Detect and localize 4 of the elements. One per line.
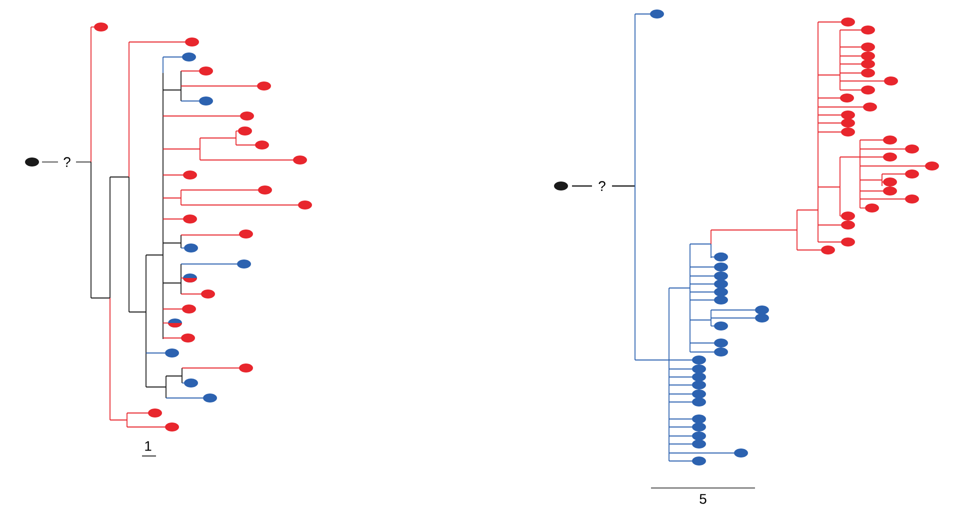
scale-value: 1 <box>145 441 152 451</box>
question-mark: ? <box>64 157 70 167</box>
scale-value: 5 <box>700 494 706 504</box>
question-mark: ? <box>598 181 606 191</box>
